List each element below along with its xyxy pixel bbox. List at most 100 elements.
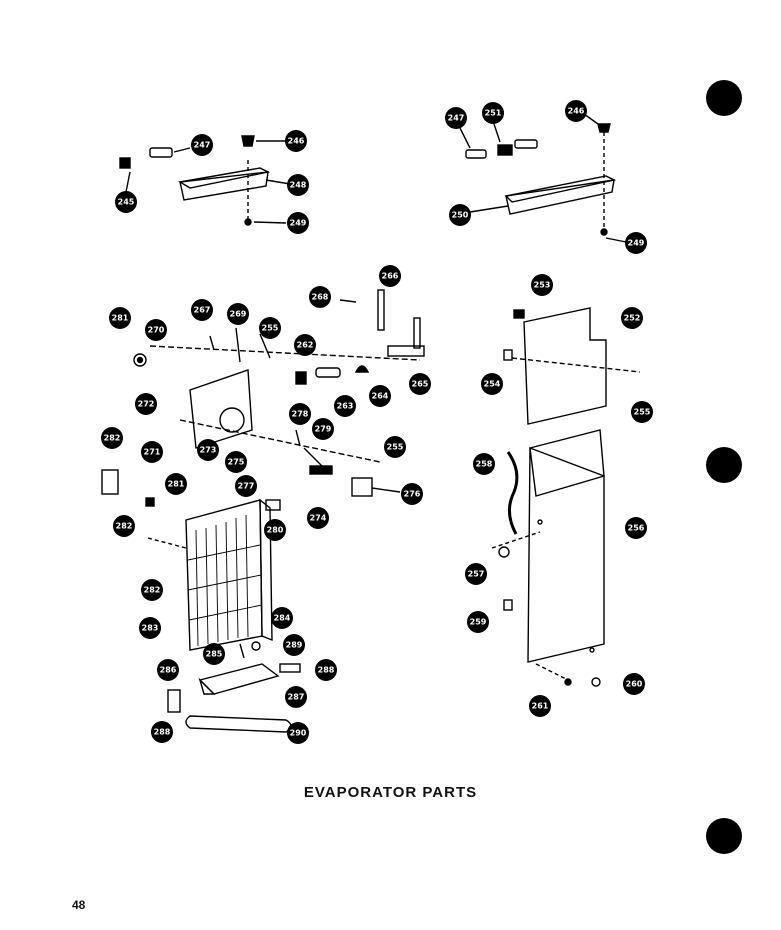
svg-text:255: 255 <box>387 443 404 452</box>
callout-267: 267 <box>191 299 213 321</box>
svg-text:282: 282 <box>144 586 161 595</box>
callout-261: 261 <box>529 695 551 717</box>
svg-text:253: 253 <box>534 281 551 290</box>
callout-279: 279 <box>312 418 334 440</box>
callout-277: 277 <box>235 475 257 497</box>
svg-text:262: 262 <box>297 341 314 350</box>
svg-text:257: 257 <box>468 570 485 579</box>
callout-281b: 281 <box>165 473 187 495</box>
svg-text:258: 258 <box>476 460 493 469</box>
callout-257: 257 <box>465 563 487 585</box>
svg-text:264: 264 <box>372 392 389 401</box>
svg-text:283: 283 <box>142 624 159 633</box>
callout-264a: 264 <box>369 385 391 407</box>
svg-text:288: 288 <box>154 728 171 737</box>
svg-text:279: 279 <box>315 425 332 434</box>
svg-text:261: 261 <box>532 702 549 711</box>
svg-text:286: 286 <box>160 666 177 675</box>
callout-layer: 245 247 246 248 249 247 251 246 250 249 … <box>101 100 653 744</box>
callout-280: 280 <box>264 519 286 541</box>
svg-text:256: 256 <box>628 524 645 533</box>
svg-text:273: 273 <box>200 446 217 455</box>
callout-263a: 263 <box>334 395 356 417</box>
svg-text:268: 268 <box>312 293 329 302</box>
callout-256: 256 <box>625 517 647 539</box>
callout-255a: 255 <box>259 317 281 339</box>
callout-286: 286 <box>157 659 179 681</box>
callout-290: 290 <box>287 722 309 744</box>
svg-text:255: 255 <box>634 408 651 417</box>
callout-245: 245 <box>115 191 137 213</box>
callout-266: 266 <box>379 265 401 287</box>
callout-247: 247 <box>191 134 213 156</box>
callout-249b: 249 <box>625 232 647 254</box>
top-right-bracket-assembly <box>459 113 627 243</box>
callout-248: 248 <box>287 174 309 196</box>
callout-284: 284 <box>271 607 293 629</box>
svg-text:252: 252 <box>624 314 641 323</box>
svg-text:281: 281 <box>168 480 185 489</box>
svg-text:249: 249 <box>628 239 645 248</box>
svg-text:247: 247 <box>194 141 211 150</box>
callout-258: 258 <box>473 453 495 475</box>
callout-287: 287 <box>285 686 307 708</box>
callout-246b: 246 <box>565 100 587 122</box>
svg-text:280: 280 <box>267 526 284 535</box>
page-title: EVAPORATOR PARTS <box>303 784 478 801</box>
svg-text:267: 267 <box>194 306 211 315</box>
svg-text:249: 249 <box>290 219 307 228</box>
svg-text:288: 288 <box>318 666 335 675</box>
callout-282c: 282 <box>141 579 163 601</box>
svg-text:281: 281 <box>112 314 129 323</box>
callout-255b: 255 <box>384 436 406 458</box>
svg-text:275: 275 <box>228 458 245 467</box>
svg-text:270: 270 <box>148 326 165 335</box>
svg-text:269: 269 <box>230 310 247 319</box>
callout-288a: 288 <box>315 659 337 681</box>
callout-252: 252 <box>621 307 643 329</box>
callout-268: 268 <box>309 286 331 308</box>
svg-text:282: 282 <box>104 434 121 443</box>
svg-text:290: 290 <box>290 729 307 738</box>
top-left-bracket-assembly <box>119 135 291 226</box>
callout-288b: 288 <box>151 721 173 743</box>
svg-text:246: 246 <box>288 137 305 146</box>
page-number: 48 <box>72 898 86 912</box>
callout-250: 250 <box>449 204 471 226</box>
svg-text:266: 266 <box>382 272 399 281</box>
svg-text:272: 272 <box>138 400 155 409</box>
callout-271: 271 <box>141 441 163 463</box>
binder-hole-top <box>706 80 742 116</box>
callout-265: 265 <box>409 373 431 395</box>
callout-262a: 262 <box>294 334 316 356</box>
binder-hole-bottom <box>706 818 742 854</box>
svg-text:277: 277 <box>238 482 255 491</box>
evaporator-coil <box>101 469 273 651</box>
svg-text:265: 265 <box>412 380 429 389</box>
center-mounting-plate-assembly <box>133 289 425 511</box>
callout-249: 249 <box>287 212 309 234</box>
callout-260: 260 <box>623 673 645 695</box>
callout-259: 259 <box>467 611 489 633</box>
callout-278: 278 <box>289 403 311 425</box>
callout-269: 269 <box>227 303 249 325</box>
callout-283: 283 <box>139 617 161 639</box>
callout-270: 270 <box>145 319 167 341</box>
svg-text:245: 245 <box>118 198 135 207</box>
callout-276: 276 <box>401 483 423 505</box>
svg-text:255: 255 <box>262 324 279 333</box>
callout-274: 274 <box>307 507 329 529</box>
binder-hole-middle <box>706 447 742 483</box>
callout-255c: 255 <box>631 401 653 423</box>
callout-273: 273 <box>197 439 219 461</box>
callout-246: 246 <box>285 130 307 152</box>
svg-text:263: 263 <box>337 402 354 411</box>
callout-281: 281 <box>109 307 131 329</box>
svg-text:274: 274 <box>310 514 327 523</box>
svg-text:254: 254 <box>484 380 501 389</box>
svg-text:271: 271 <box>144 448 161 457</box>
callout-282a: 282 <box>101 427 123 449</box>
callout-285: 285 <box>203 643 225 665</box>
callout-272: 272 <box>135 393 157 415</box>
